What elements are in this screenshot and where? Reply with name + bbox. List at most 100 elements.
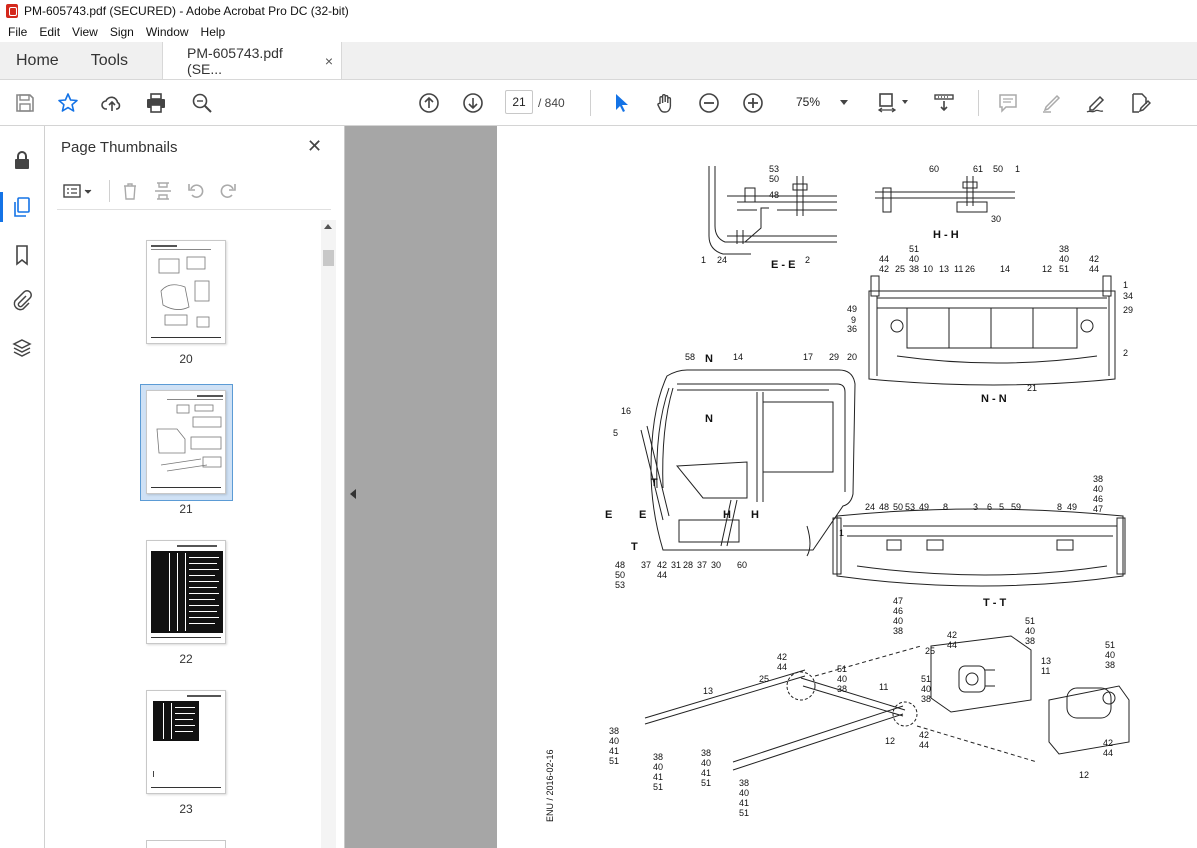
svg-text:44: 44: [1089, 264, 1099, 274]
sign-icon[interactable]: [1084, 91, 1108, 115]
thumbnail-page-24[interactable]: [146, 840, 226, 848]
menu-file[interactable]: File: [8, 25, 28, 39]
zoom-dropdown[interactable]: 75%: [788, 90, 854, 114]
svg-text:T: T: [631, 541, 638, 553]
svg-text:51: 51: [1059, 264, 1069, 274]
thumbnail-label: 21: [179, 502, 193, 516]
svg-text:26: 26: [965, 264, 975, 274]
toolbar-separator: [590, 90, 591, 116]
svg-text:44: 44: [777, 662, 787, 672]
svg-text:42: 42: [1103, 738, 1113, 748]
svg-text:13: 13: [703, 686, 713, 696]
svg-text:1: 1: [1123, 280, 1128, 290]
hand-tool-icon[interactable]: [653, 91, 677, 115]
page-number-input[interactable]: 21: [505, 90, 533, 114]
navigation-rail: [0, 126, 45, 848]
print-icon[interactable]: [144, 91, 168, 115]
svg-text:31: 31: [671, 560, 681, 570]
rotate-right-icon[interactable]: [217, 180, 239, 202]
svg-text:29: 29: [1123, 305, 1133, 315]
svg-text:11: 11: [954, 264, 963, 274]
menu-edit[interactable]: Edit: [39, 25, 61, 39]
bookmark-star-icon[interactable]: [56, 91, 80, 115]
delete-icon[interactable]: [119, 180, 141, 202]
section-label-tt: T - T: [983, 597, 1006, 609]
highlight-pen-icon[interactable]: [1040, 91, 1064, 115]
drawing-footer: ENU / 2016-02-16: [545, 749, 555, 822]
svg-text:38: 38: [909, 264, 919, 274]
thumbnails-scrollbar[interactable]: [321, 220, 336, 848]
svg-text:50: 50: [993, 164, 1003, 174]
svg-text:44: 44: [947, 640, 957, 650]
section-label-nn: N - N: [981, 393, 1007, 405]
tab-tools[interactable]: Tools: [90, 51, 129, 69]
zoom-value: 75%: [796, 95, 821, 109]
next-page-icon[interactable]: [461, 91, 485, 115]
comment-icon[interactable]: [996, 91, 1020, 115]
scroll-up-icon[interactable]: [324, 224, 332, 229]
svg-text:37: 37: [697, 560, 707, 570]
edit-document-icon[interactable]: [1128, 91, 1152, 115]
svg-text:46: 46: [1093, 494, 1103, 504]
svg-text:40: 40: [837, 674, 847, 684]
zoom-out-icon[interactable]: [697, 91, 721, 115]
collapse-panel-icon[interactable]: [346, 485, 360, 503]
svg-text:14: 14: [1000, 264, 1010, 274]
lock-icon[interactable]: [10, 148, 34, 172]
search-zoom-icon[interactable]: [190, 91, 214, 115]
svg-text:1: 1: [1015, 164, 1020, 174]
tab-close-icon[interactable]: ×: [324, 52, 334, 69]
svg-text:58: 58: [685, 352, 695, 362]
svg-text:51: 51: [609, 756, 619, 766]
svg-text:6: 6: [987, 502, 992, 512]
svg-text:48: 48: [879, 502, 889, 512]
attachment-icon[interactable]: [10, 288, 34, 312]
svg-text:40: 40: [893, 616, 903, 626]
select-cursor-icon[interactable]: [609, 91, 633, 115]
svg-text:50: 50: [769, 174, 779, 184]
extract-pages-icon[interactable]: [152, 180, 174, 202]
menu-help[interactable]: Help: [200, 25, 226, 39]
scroll-mode-icon[interactable]: [932, 91, 956, 115]
menu-window[interactable]: Window: [145, 25, 189, 39]
page-thumbnails-icon[interactable]: [10, 195, 34, 219]
rotate-left-icon[interactable]: [185, 180, 207, 202]
close-icon[interactable]: ✕: [307, 136, 323, 156]
bookmarks-icon[interactable]: [10, 243, 34, 267]
tab-document[interactable]: PM-605743.pdf (SE... ×: [162, 42, 343, 79]
previous-page-icon[interactable]: [417, 91, 441, 115]
fit-page-icon[interactable]: [875, 91, 899, 115]
scroll-thumb[interactable]: [323, 250, 334, 266]
layers-icon[interactable]: [10, 336, 34, 360]
svg-text:E: E: [605, 509, 612, 521]
svg-text:41: 41: [609, 746, 619, 756]
svg-text:48: 48: [769, 190, 779, 200]
save-icon[interactable]: [13, 91, 37, 115]
upload-cloud-icon[interactable]: [100, 91, 124, 115]
svg-text:40: 40: [909, 254, 919, 264]
svg-text:47: 47: [1093, 504, 1103, 514]
svg-text:40: 40: [739, 788, 749, 798]
thumbnail-toolbar: [57, 174, 331, 210]
menu-sign[interactable]: Sign: [109, 25, 134, 39]
svg-text:16: 16: [621, 406, 631, 416]
thumbnail-label: 23: [179, 802, 193, 816]
acrobat-app-icon: [6, 4, 18, 18]
svg-text:51: 51: [837, 664, 847, 674]
svg-text:28: 28: [683, 560, 693, 570]
svg-text:51: 51: [701, 778, 711, 788]
window-title: PM-605743.pdf (SECURED) - Adobe Acrobat …: [24, 4, 349, 18]
svg-text:38: 38: [1093, 474, 1103, 484]
options-menu-icon[interactable]: [61, 180, 95, 202]
tab-home[interactable]: Home: [16, 51, 59, 69]
svg-text:51: 51: [653, 782, 663, 792]
svg-text:H: H: [723, 509, 731, 521]
svg-text:44: 44: [919, 740, 929, 750]
zoom-in-icon[interactable]: [741, 91, 765, 115]
svg-text:49: 49: [919, 502, 929, 512]
fit-options-chevron-icon[interactable]: [902, 100, 908, 104]
menu-view[interactable]: View: [72, 25, 98, 39]
svg-text:40: 40: [701, 758, 711, 768]
svg-text:38: 38: [893, 626, 903, 636]
